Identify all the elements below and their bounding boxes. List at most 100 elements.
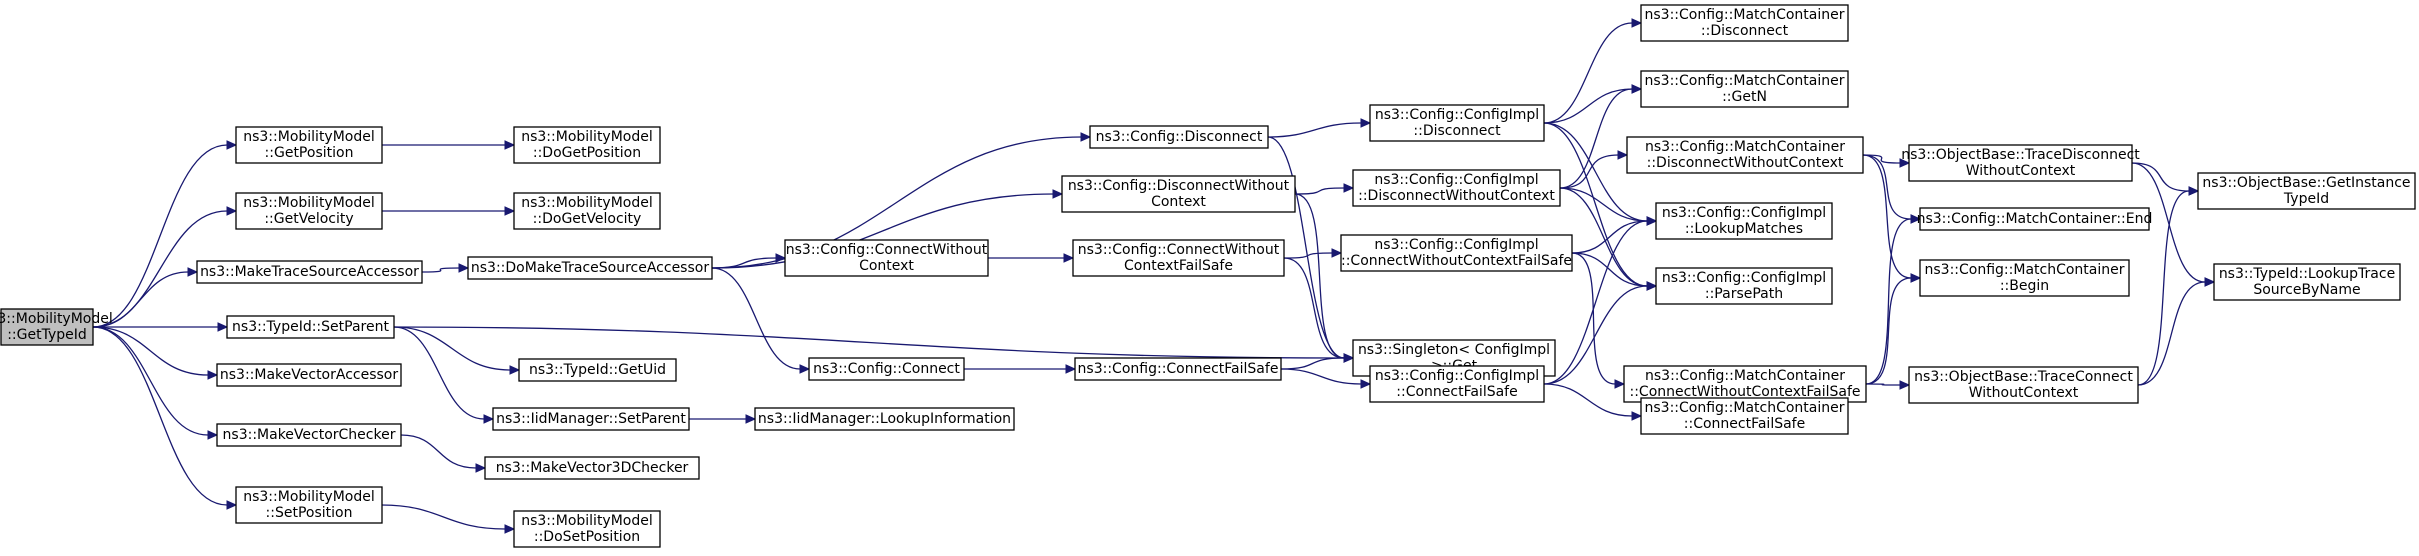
node-mv3dc[interactable]: ns3::MakeVector3DChecker bbox=[484, 456, 700, 480]
node-mcConwcfs[interactable]: ns3::Config::MatchContainer::ConnectWith… bbox=[1623, 365, 1867, 403]
node-mtsa[interactable]: ns3::MakeTraceSourceAccessor bbox=[196, 260, 423, 284]
node-mvc[interactable]: ns3::MakeVectorChecker bbox=[216, 423, 402, 447]
arrowhead bbox=[1080, 132, 1092, 142]
node-domtsa[interactable]: ns3::DoMakeTraceSourceAccessor bbox=[467, 256, 713, 280]
node-mva[interactable]: ns3::MakeVectorAccessor bbox=[216, 363, 402, 387]
node-tsp[interactable]: ns3::TypeId::SetParent bbox=[226, 315, 395, 339]
edge-setpos-to-dosetpos bbox=[381, 504, 516, 534]
node-cfgdiswc[interactable]: ns3::Config::DisconnectWithoutContext bbox=[1061, 175, 1296, 213]
edge-line bbox=[1559, 187, 1648, 222]
arrowhead bbox=[775, 253, 787, 263]
node-dogetvel[interactable]: ns3::MobilityModel::DoGetVelocity bbox=[513, 192, 661, 230]
edge-obTcwc-to-obGit bbox=[2137, 186, 2200, 386]
node-iidsp[interactable]: ns3::IidManager::SetParent bbox=[492, 407, 690, 431]
edge-domtsa-to-cfgdis bbox=[711, 132, 1092, 269]
node-box bbox=[1626, 136, 1864, 174]
arrowhead bbox=[1343, 353, 1355, 363]
node-root[interactable]: ns3::MobilityModel::GetTypeId bbox=[0, 308, 113, 346]
node-cfgdis[interactable]: ns3::Config::Disconnect bbox=[1089, 125, 1269, 149]
node-label: ns3::Config::MatchContainer bbox=[1925, 262, 2125, 278]
edge-line bbox=[711, 257, 777, 269]
node-cfgconwcfs[interactable]: ns3::Config::ConnectWithoutContextFailSa… bbox=[1072, 239, 1285, 277]
node-getvel[interactable]: ns3::MobilityModel::GetVelocity bbox=[235, 192, 383, 230]
node-implParse[interactable]: ns3::Config::ConfigImpl::ParsePath bbox=[1655, 267, 1833, 305]
edge-implConfs-to-implParse bbox=[1543, 281, 1658, 385]
node-label: ::LookupMatches bbox=[1685, 221, 1803, 237]
node-box bbox=[235, 126, 383, 164]
node-label: WithoutContext bbox=[1966, 163, 2076, 179]
edge-cfgconwc-to-cfgconwcfs bbox=[987, 253, 1075, 263]
edge-line bbox=[1543, 383, 1633, 417]
edge-line bbox=[381, 504, 506, 530]
node-getuid[interactable]: ns3::TypeId::GetUid bbox=[518, 358, 677, 382]
node-implLookup[interactable]: ns3::Config::ConfigImpl::LookupMatches bbox=[1655, 202, 1833, 240]
arrowhead bbox=[1052, 189, 1064, 199]
edge-root-to-tsp bbox=[93, 322, 229, 332]
node-cfgcon[interactable]: ns3::Config::Connect bbox=[808, 357, 965, 381]
edge-cfgconwcfs-to-singleton bbox=[1283, 257, 1355, 363]
node-label: ::DoGetVelocity bbox=[533, 211, 642, 227]
node-iidlookup[interactable]: ns3::IidManager::LookupInformation bbox=[754, 407, 1015, 431]
node-mcDis[interactable]: ns3::Config::MatchContainer::Disconnect bbox=[1640, 4, 1849, 42]
node-label: ns3::Config::ConfigImpl bbox=[1662, 270, 1826, 286]
node-cfgconwc[interactable]: ns3::Config::ConnectWithoutContext bbox=[784, 239, 989, 277]
node-cfgconfs[interactable]: ns3::Config::ConnectFailSafe bbox=[1074, 357, 1282, 381]
arrowhead bbox=[226, 206, 238, 216]
node-label: ns3::Config::MatchContainer::End bbox=[1917, 211, 2153, 227]
node-getpos[interactable]: ns3::MobilityModel::GetPosition bbox=[235, 126, 383, 164]
arrowhead bbox=[1343, 183, 1355, 193]
arrowhead bbox=[1646, 281, 1658, 291]
node-label: ns3::TypeId::GetUid bbox=[529, 362, 666, 378]
node-label: ns3::MobilityModel bbox=[0, 311, 113, 327]
arrowhead bbox=[745, 414, 757, 424]
node-mcEnd[interactable]: ns3::Config::MatchContainer::End bbox=[1917, 207, 2153, 231]
node-box bbox=[1340, 234, 1573, 272]
edge-implDis-to-mcGetN bbox=[1543, 84, 1643, 124]
edge-line bbox=[1283, 252, 1333, 259]
node-label: ns3::TypeId::LookupTrace bbox=[2219, 266, 2395, 282]
node-label: ns3::MobilityModel bbox=[521, 195, 653, 211]
edge-line bbox=[1865, 383, 1901, 386]
node-label: ns3::MakeVectorChecker bbox=[223, 427, 396, 443]
edge-getpos-to-dogetpos bbox=[382, 140, 516, 150]
node-mcBegin[interactable]: ns3::Config::MatchContainer::Begin bbox=[1919, 259, 2130, 297]
edge-implConfs-to-implLookup bbox=[1543, 216, 1658, 385]
node-box bbox=[1908, 144, 2133, 182]
node-setpos[interactable]: ns3::MobilityModel::SetPosition bbox=[235, 486, 383, 524]
arrowhead bbox=[504, 140, 516, 150]
edge-cfgdiswc-to-singleton bbox=[1294, 193, 1355, 363]
arrowhead bbox=[1617, 150, 1629, 160]
edge-iidsp-to-iidlookup bbox=[689, 414, 757, 424]
edge-layer bbox=[92, 18, 2216, 534]
node-implDis[interactable]: ns3::Config::ConfigImpl::Disconnect bbox=[1369, 104, 1545, 142]
node-mcConfs[interactable]: ns3::Config::MatchContainer::ConnectFail… bbox=[1640, 397, 1849, 435]
node-obTcwc[interactable]: ns3::ObjectBase::TraceConnectWithoutCont… bbox=[1908, 366, 2139, 404]
edge-line bbox=[2131, 162, 2190, 192]
node-label: ns3::TypeId::SetParent bbox=[232, 319, 389, 335]
node-label: ns3::Config::Connect bbox=[813, 361, 960, 377]
edge-implConwcfs-to-mcConwcfs bbox=[1571, 252, 1626, 389]
edge-root-to-getpos bbox=[92, 140, 238, 328]
edge-line bbox=[1543, 122, 1648, 222]
edge-cfgconfs-to-singleton bbox=[1280, 353, 1355, 370]
node-implConwcfs[interactable]: ns3::Config::ConfigImpl::ConnectWithoutC… bbox=[1340, 234, 1573, 272]
edge-mcDiswc-to-obTdwc bbox=[1862, 154, 1911, 168]
edge-line bbox=[1862, 154, 1912, 279]
arrowhead bbox=[2204, 277, 2216, 287]
node-dosetpos[interactable]: ns3::MobilityModel::DoSetPosition bbox=[513, 510, 661, 548]
edge-line bbox=[711, 136, 1082, 269]
node-box bbox=[1089, 125, 1269, 149]
edge-mtsa-to-domtsa bbox=[421, 263, 470, 273]
node-mcDiswc[interactable]: ns3::Config::MatchContainer::DisconnectW… bbox=[1626, 136, 1864, 174]
edge-tsp-to-getuid bbox=[393, 326, 521, 375]
arrowhead bbox=[1631, 84, 1643, 94]
node-implConfs[interactable]: ns3::Config::ConfigImpl::ConnectFailSafe bbox=[1369, 365, 1545, 403]
edge-line bbox=[2137, 281, 2206, 386]
node-dogetpos[interactable]: ns3::MobilityModel::DoGetPosition bbox=[513, 126, 661, 164]
node-box bbox=[1061, 175, 1296, 213]
node-implDiswc[interactable]: ns3::Config::ConfigImpl::DisconnectWitho… bbox=[1352, 169, 1561, 207]
node-mcGetN[interactable]: ns3::Config::MatchContainer::GetN bbox=[1640, 70, 1849, 108]
node-obTdwc[interactable]: ns3::ObjectBase::TraceDisconnectWithoutC… bbox=[1901, 144, 2140, 182]
